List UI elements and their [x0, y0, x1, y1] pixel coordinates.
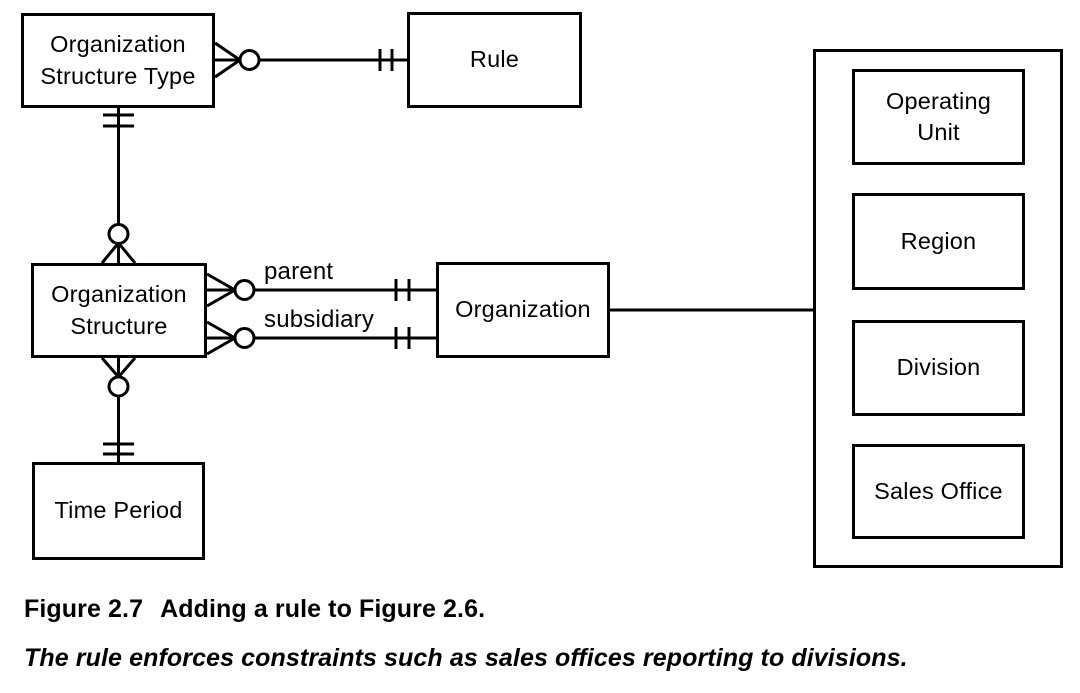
- entity-label: Organization Structure: [51, 281, 187, 339]
- entity-organization-structure: Organization Structure: [31, 263, 207, 358]
- entity-organization: Organization: [436, 262, 610, 358]
- entity-rule: Rule: [407, 12, 582, 108]
- optionality-circle-icon: [233, 279, 256, 301]
- entity-operating-unit: Operating Unit: [852, 69, 1025, 165]
- connector-org-structure-to-time-period: [100, 357, 137, 462]
- entity-label: Region: [900, 227, 977, 254]
- entity-sales-office: Sales Office: [852, 444, 1025, 539]
- entity-label: Sales Office: [874, 477, 1003, 504]
- optionality-circle-icon: [233, 327, 256, 349]
- optionality-circle-icon: [107, 375, 130, 398]
- entity-label: Time Period: [54, 497, 183, 524]
- optionality-circle-icon: [107, 223, 130, 245]
- entity-label: Organization: [455, 296, 591, 323]
- entity-region: Region: [852, 193, 1025, 290]
- crows-foot-icon: [206, 320, 236, 356]
- entity-division: Division: [852, 320, 1025, 416]
- relationship-label-subsidiary: subsidiary: [264, 306, 375, 333]
- entity-label: Division: [896, 354, 981, 381]
- crows-foot-icon: [214, 41, 241, 79]
- entity-organization-structure-type: Organization Structure Type: [21, 13, 215, 108]
- entity-label: Rule: [469, 46, 520, 73]
- crows-foot-icon: [100, 357, 137, 378]
- figure-caption: Figure 2.7 Adding a rule to Figure 2.6.: [24, 595, 485, 624]
- entity-time-period: Time Period: [32, 462, 205, 560]
- entity-label: Organization Structure Type: [40, 31, 196, 89]
- double-tick-icon: [394, 327, 411, 349]
- figure-subtitle: The rule enforces constraints such as sa…: [24, 644, 908, 672]
- crows-foot-icon: [206, 272, 236, 308]
- double-tick-icon: [394, 279, 411, 301]
- relationship-label-parent: parent: [264, 258, 334, 285]
- figure-number: Figure 2.7: [24, 595, 144, 623]
- connector-subsidiary: [206, 320, 436, 356]
- crows-foot-icon: [100, 242, 137, 264]
- optionality-circle-icon: [238, 49, 261, 71]
- double-tick-icon: [378, 49, 394, 71]
- connector-org-structure-type-to-org-structure: [100, 108, 137, 264]
- connector-org-structure-type-to-rule: [214, 41, 407, 79]
- double-tick-icon: [103, 442, 134, 456]
- connector-parent: [206, 272, 436, 308]
- figure-title-text: Adding a rule to Figure 2.6.: [160, 595, 486, 623]
- entity-label: Operating Unit: [885, 87, 991, 145]
